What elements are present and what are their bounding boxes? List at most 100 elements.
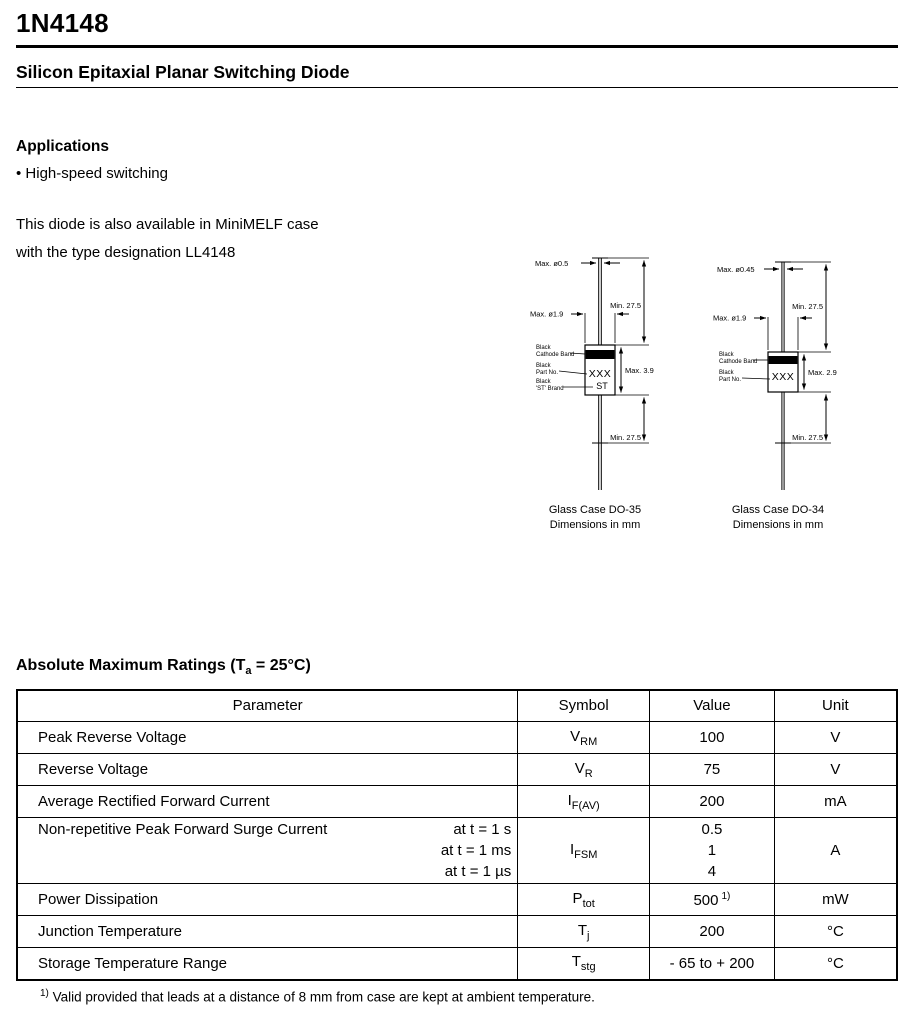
availability-note-line2: with the type designation LL4148 xyxy=(16,244,236,262)
symbol-cell: IF(AV) xyxy=(517,785,651,819)
diode-body: XXX xyxy=(767,351,799,393)
table-header-row: Parameter Symbol Value Unit xyxy=(16,689,898,723)
dimensions-caption: Dimensions in mm xyxy=(733,519,823,531)
symbol-base: I xyxy=(569,840,575,858)
unit-cell: °C xyxy=(773,915,898,949)
parameter-cell: Peak Reverse Voltage xyxy=(16,721,519,755)
unit-cell: V xyxy=(773,753,898,787)
ratings-heading: Absolute Maximum Ratings (Ta = 25°C) xyxy=(16,657,898,677)
table-row-average-rectified-forward-current: Average Rectified Forward Current IF(AV)… xyxy=(16,785,898,819)
unit-cell: V xyxy=(773,721,898,755)
footnote-marker: 1) xyxy=(40,987,49,999)
parameter-cell: Storage Temperature Range xyxy=(16,947,519,981)
dimension-lines xyxy=(571,257,649,444)
part-label-line2: Part No. xyxy=(536,370,558,376)
condition-line: at t = 1 ms xyxy=(440,842,512,860)
symbol-subscript: R xyxy=(584,767,593,780)
symbol-cell: Tstg xyxy=(517,947,651,981)
top-lead-length-label: Min. 27.5 xyxy=(610,301,641,310)
condition-line: at t = 1 µs xyxy=(444,863,512,881)
band-label-line1: Black xyxy=(719,352,735,358)
table-row-surge-current: Non-repetitive Peak Forward Surge Curren… xyxy=(16,817,898,885)
value-line: 0.5 xyxy=(701,821,723,839)
unit-cell: mW xyxy=(773,883,898,917)
symbol-base: V xyxy=(574,759,585,777)
parameter-cell: Average Rectified Forward Current xyxy=(16,785,519,819)
parameter-cell: Junction Temperature xyxy=(16,915,519,949)
body-marking: XXX xyxy=(772,371,795,383)
do34-package-diagram: XXX Black Cathode Band Black Part No. Ma… xyxy=(713,261,837,531)
callout-labels: Black Cathode Band Black Part No. xyxy=(719,352,771,383)
body-length-label: Max. 2.9 xyxy=(808,368,837,377)
bottom-lead-length-label: Min. 27.5 xyxy=(610,433,641,442)
case-caption: Glass Case DO-34 xyxy=(732,504,824,516)
table-row-storage-temperature-range: Storage Temperature Range Tstg - 65 to +… xyxy=(16,947,898,981)
body-diameter-label: Max. ø1.9 xyxy=(713,314,746,323)
cathode-band xyxy=(585,350,615,359)
ratings-heading-tail: = 25°C) xyxy=(251,657,311,675)
symbol-base: T xyxy=(577,921,588,939)
value-cell: 75 xyxy=(649,753,775,787)
callout-labels: Black Cathode Band Black Part No. Black … xyxy=(536,345,593,392)
symbol-cell: Ptot xyxy=(517,883,651,917)
dimension-labels: Max. ø0.45 Min. 27.5 Max. ø1.9 Max. 2.9 … xyxy=(713,265,837,442)
symbol-subscript: tot xyxy=(582,897,595,910)
column-header-parameter: Parameter xyxy=(16,689,519,723)
part-label-line1: Black xyxy=(719,370,735,376)
lead-wire xyxy=(775,261,791,490)
brand-label-line1: Black xyxy=(536,379,552,385)
top-lead-length-label: Min. 27.5 xyxy=(792,302,823,311)
symbol-cell: VRM xyxy=(517,721,651,755)
caption: Glass Case DO-34 Dimensions in mm xyxy=(732,504,824,531)
symbol-subscript: stg xyxy=(580,961,596,974)
symbol-base: V xyxy=(570,727,581,745)
footnote-text: Valid provided that leads at a distance … xyxy=(48,989,595,1005)
symbol-subscript: FSM xyxy=(574,848,598,861)
value-cell: 0.5 1 4 xyxy=(649,817,775,885)
symbol-subscript: F(AV) xyxy=(571,799,600,812)
parameter-cell: Non-repetitive Peak Forward Surge Curren… xyxy=(16,817,519,885)
band-label-line1: Black xyxy=(536,345,552,351)
lead-diameter-label: Max. ø0.5 xyxy=(535,259,568,268)
body-marking: XXX xyxy=(589,368,612,380)
band-label-line2: Cathode Band xyxy=(719,359,757,365)
ratings-heading-subscript: a xyxy=(245,665,252,678)
cathode-band xyxy=(768,356,798,364)
condition-line: at t = 1 s xyxy=(453,821,512,839)
symbol-base: I xyxy=(567,791,572,809)
symbol-cell: IFSM xyxy=(517,817,651,885)
part-number-title: 1N4148 xyxy=(16,8,109,38)
brand-label-line2: 'ST' Brand xyxy=(536,386,564,392)
table-row-reverse-voltage: Reverse Voltage VR 75 V xyxy=(16,753,898,787)
symbol-cell: VR xyxy=(517,753,651,787)
case-caption: Glass Case DO-35 xyxy=(549,504,641,516)
dimensions-caption: Dimensions in mm xyxy=(550,519,640,531)
value-cell: 200 xyxy=(649,785,775,819)
availability-note-line1: This diode is also available in MiniMELF… xyxy=(16,216,319,234)
applications-item: • High-speed switching xyxy=(16,165,168,183)
column-header-value: Value xyxy=(649,689,775,723)
column-header-symbol: Symbol xyxy=(517,689,651,723)
dimension-labels: Max. ø0.5 Min. 27.5 Max. ø1.9 Max. 3.9 M… xyxy=(530,259,654,442)
symbol-subscript: j xyxy=(587,929,590,942)
body-diameter-label: Max. ø1.9 xyxy=(530,310,563,319)
table-row-junction-temperature: Junction Temperature Tj 200 °C xyxy=(16,915,898,949)
footnote: 1) Valid provided that leads at a distan… xyxy=(16,988,898,1005)
page-subtitle: Silicon Epitaxial Planar Switching Diode xyxy=(16,61,350,82)
value-line: 1 xyxy=(707,842,717,860)
unit-cell: °C xyxy=(773,947,898,981)
test-conditions: at t = 1 s at t = 1 ms at t = 1 µs xyxy=(441,819,517,882)
symbol-base: P xyxy=(572,889,583,907)
part-label-line2: Part No. xyxy=(719,377,741,383)
value-cell: 200 xyxy=(649,915,775,949)
value-cell: 100 xyxy=(649,721,775,755)
title-divider xyxy=(16,44,898,48)
footnote-reference: 1) xyxy=(721,890,731,902)
package-diagrams: XXX ST Black Cathode Band Black Part No.… xyxy=(0,253,914,553)
value-text: 500 xyxy=(693,891,719,909)
part-label-line1: Black xyxy=(536,363,552,369)
do35-package-diagram: XXX ST Black Cathode Band Black Part No.… xyxy=(530,257,654,531)
